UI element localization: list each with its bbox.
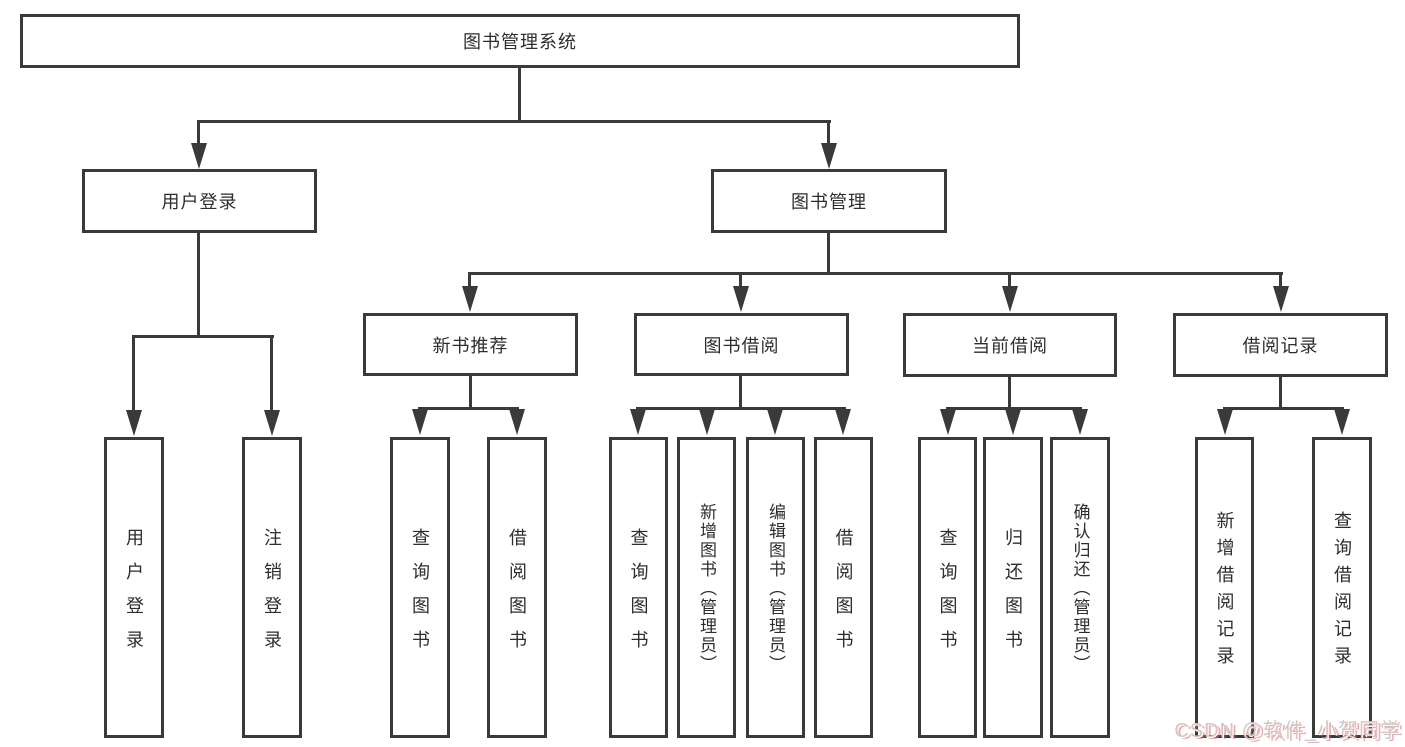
- connector-line: [1008, 376, 1011, 407]
- leaf-label: 查询图书: [410, 527, 430, 664]
- node-new-book-recommend: 新书推荐: [363, 313, 578, 376]
- leaf-query-books-recommend: 查询图书: [390, 437, 450, 738]
- leaf-label: 新增借阅记录: [1214, 511, 1235, 673]
- node-user-login: 用户登录: [82, 169, 317, 233]
- leaf-borrow-books-2: 借阅图书: [814, 437, 873, 738]
- connector-line: [132, 335, 135, 412]
- leaf-label: 查询图书: [937, 527, 958, 664]
- connector-line: [469, 376, 472, 407]
- leaf-edit-book-admin: 编辑图书（管理员）: [746, 437, 805, 738]
- leaf-logout: 注销登录: [242, 437, 302, 738]
- arrow-down-icon: [126, 410, 142, 436]
- leaf-borrow-books-recommend: 借阅图书: [487, 437, 547, 738]
- arrow-down-icon: [699, 409, 715, 435]
- arrow-down-icon: [1072, 409, 1088, 435]
- arrow-down-icon: [1334, 409, 1350, 435]
- connector-line: [827, 233, 830, 272]
- arrow-down-icon: [835, 409, 851, 435]
- leaf-label: 归还图书: [1003, 527, 1023, 664]
- leaf-label: 确认归还（管理员）: [1070, 503, 1090, 674]
- leaf-label: 查询图书: [628, 527, 649, 664]
- arrow-down-icon: [767, 409, 783, 435]
- arrow-down-icon: [733, 286, 749, 312]
- connector-line: [270, 335, 273, 412]
- connector-line: [946, 407, 1082, 410]
- connector-line: [468, 272, 471, 288]
- node-current-borrow: 当前借阅: [903, 313, 1117, 377]
- watermark: CSDN @软件_小贺同学: [1174, 720, 1401, 742]
- connector-line: [636, 407, 846, 410]
- leaf-label: 注销登录: [262, 527, 282, 664]
- leaf-label: 查询借阅记录: [1332, 511, 1352, 673]
- connector-line: [1223, 407, 1344, 410]
- arrow-down-icon: [940, 409, 956, 435]
- arrow-down-icon: [821, 143, 837, 169]
- leaf-confirm-return-admin: 确认归还（管理员）: [1050, 437, 1110, 738]
- connector-line: [518, 67, 521, 120]
- arrow-down-icon: [630, 409, 646, 435]
- node-borrow-records: 借阅记录: [1173, 313, 1388, 377]
- connector-line: [1279, 376, 1282, 407]
- connector-line: [197, 120, 831, 123]
- leaf-label: 用户登录: [124, 527, 144, 664]
- connector-line: [827, 120, 830, 146]
- arrow-down-icon: [1005, 409, 1021, 435]
- leaf-label: 编辑图书（管理员）: [766, 503, 785, 674]
- arrow-down-icon: [1217, 409, 1233, 435]
- leaf-return-book: 归还图书: [983, 437, 1043, 738]
- arrow-down-icon: [1273, 286, 1289, 312]
- leaf-label: 借阅图书: [833, 527, 854, 664]
- leaf-label: 新增图书（管理员）: [697, 503, 716, 674]
- node-book-borrow: 图书借阅: [634, 313, 849, 376]
- connector-line: [1008, 272, 1011, 288]
- arrow-down-icon: [509, 409, 525, 435]
- leaf-add-borrow-record: 新增借阅记录: [1195, 437, 1254, 738]
- connector-line: [739, 272, 742, 288]
- node-root-library-system: 图书管理系统: [20, 14, 1020, 68]
- connector-line: [468, 272, 1283, 275]
- leaf-query-books-current: 查询图书: [918, 437, 977, 738]
- leaf-add-book-admin: 新增图书（管理员）: [677, 437, 736, 738]
- connector-line: [418, 407, 519, 410]
- leaf-user-login: 用户登录: [104, 437, 164, 738]
- connector-line: [1279, 272, 1282, 288]
- connector-line: [132, 335, 274, 338]
- connector-line: [197, 120, 200, 146]
- arrow-down-icon: [1002, 286, 1018, 312]
- node-book-management: 图书管理: [711, 169, 947, 233]
- connector-line: [739, 376, 742, 407]
- arrow-down-icon: [191, 143, 207, 169]
- arrow-down-icon: [462, 286, 478, 312]
- leaf-query-books-borrow: 查询图书: [609, 437, 668, 738]
- leaf-query-borrow-record: 查询借阅记录: [1312, 437, 1372, 738]
- connector-line: [197, 233, 200, 335]
- leaf-label: 借阅图书: [507, 527, 527, 664]
- arrow-down-icon: [264, 410, 280, 436]
- arrow-down-icon: [412, 409, 428, 435]
